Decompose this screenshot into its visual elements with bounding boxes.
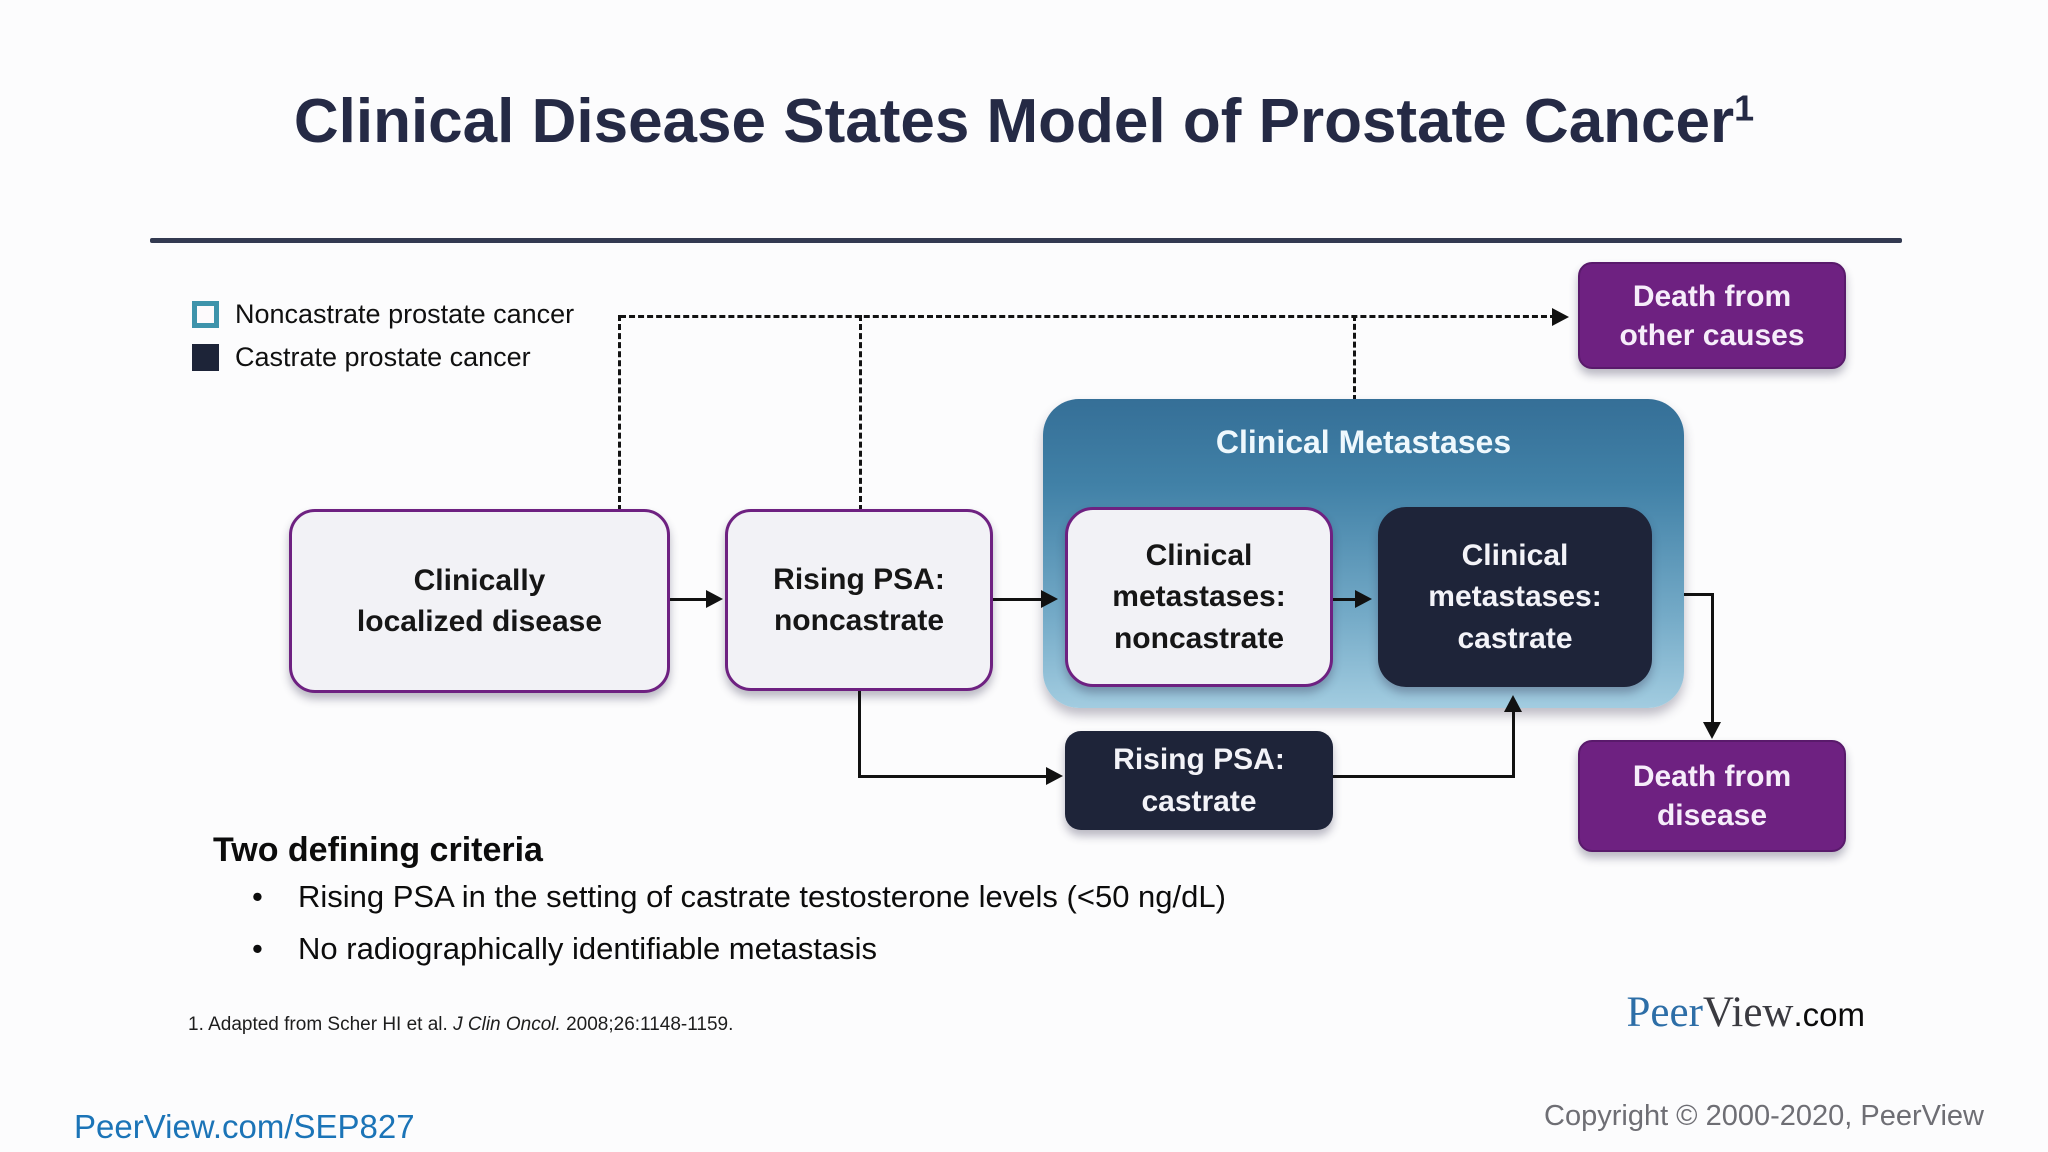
elbow-to-rising-psa-castrate-horizontal: [858, 775, 1050, 778]
elbow-to-death-disease-vertical: [1711, 593, 1714, 725]
arrow-cm-noncastrate-to-castrate-head: [1355, 590, 1372, 608]
elbow-to-rising-psa-castrate-vertical: [858, 691, 861, 778]
box-text: Rising PSA:: [773, 562, 945, 596]
bullet-icon: •: [252, 931, 263, 966]
title-superscript: 1: [1734, 87, 1755, 129]
dashed-line-from-localized: [618, 315, 621, 511]
footnote-prefix: 1. Adapted from Scher HI et al.: [188, 1014, 454, 1035]
arrow-rising-psa-to-cm-noncastrate-line: [993, 598, 1045, 601]
noncastrate-swatch-icon: [192, 301, 219, 328]
footnote-suffix: 2008;26:1148-1159.: [560, 1014, 734, 1035]
legend-item-castrate: Castrate prostate cancer: [192, 342, 574, 373]
footnote-journal: J Clin Oncol.: [453, 1014, 561, 1035]
box-text: localized disease: [356, 605, 603, 638]
legend-item-noncastrate: Noncastrate prostate cancer: [192, 299, 574, 330]
box-text: metastases:: [1112, 580, 1286, 614]
clinical-metastases-title: Clinical Metastases: [1215, 424, 1512, 460]
box-clinically-localized-disease: Clinically localized disease: [289, 509, 670, 693]
page-title-text: Clinical Disease States Model of Prostat…: [293, 87, 1735, 156]
title-divider: [150, 238, 1902, 243]
box-text: other causes: [1619, 318, 1805, 352]
footnote: 1. Adapted from Scher HI et al. J Clin O…: [188, 1014, 733, 1036]
castrate-swatch-icon: [192, 344, 219, 371]
elbow-castrate-up-head: [1504, 695, 1522, 712]
arrow-localized-to-rising-psa-head: [706, 590, 723, 608]
legend-label: Castrate prostate cancer: [235, 342, 531, 372]
copyright-text: Copyright © 2000-2020, PeerView: [1544, 1100, 1984, 1132]
elbow-castrate-up-horizontal: [1333, 775, 1515, 778]
box-death-from-disease: Death from disease: [1578, 740, 1846, 852]
box-text: metastases:: [1428, 580, 1602, 614]
arrow-rising-psa-to-cm-noncastrate-head: [1041, 590, 1058, 608]
dashed-line-from-clinical-metastases: [1353, 315, 1356, 401]
logo-com: .com: [1793, 996, 1865, 1033]
peerview-sep827-link[interactable]: PeerView.com/SEP827: [74, 1108, 415, 1145]
arrow-localized-to-rising-psa-line: [670, 598, 712, 601]
box-text: Clinically: [413, 563, 546, 597]
peerview-logo: PeerView.com: [1627, 988, 1865, 1037]
legend: Noncastrate prostate cancer Castrate pro…: [192, 299, 574, 385]
legend-label: Noncastrate prostate cancer: [235, 299, 575, 329]
box-text: Death from: [1632, 279, 1792, 313]
arrow-cm-noncastrate-to-castrate-line: [1333, 598, 1359, 601]
box-text: Death from: [1632, 760, 1792, 793]
logo-peer: Peer: [1626, 989, 1703, 1036]
box-text: castrate: [1141, 784, 1257, 818]
box-clinical-metastases-noncastrate: Clinical metastases: noncastrate: [1065, 507, 1333, 687]
box-clinical-metastases-castrate: Clinical metastases: castrate: [1378, 507, 1652, 687]
bullet-icon: •: [252, 879, 263, 914]
elbow-to-rising-psa-castrate-head: [1046, 767, 1063, 785]
elbow-to-death-disease-horizontal: [1684, 593, 1714, 596]
criteria-bullet-text: Rising PSA in the setting of castrate te…: [298, 879, 1226, 914]
box-text: noncastrate: [773, 604, 945, 637]
box-text: Clinical: [1145, 538, 1253, 572]
dashed-line-horizontal: [620, 315, 1556, 318]
box-text: disease: [1656, 799, 1768, 832]
box-death-from-other-causes: Death from other causes: [1578, 262, 1846, 369]
box-rising-psa-noncastrate: Rising PSA: noncastrate: [725, 509, 993, 691]
box-text: castrate: [1457, 621, 1573, 655]
logo-view: View: [1702, 989, 1794, 1036]
criteria-bullet-text: No radiographically identifiable metasta…: [298, 931, 877, 966]
box-rising-psa-castrate: Rising PSA: castrate: [1065, 731, 1333, 830]
criteria-bullet-1: • Rising PSA in the setting of castrate …: [252, 879, 1226, 915]
page-title: Clinical Disease States Model of Prostat…: [0, 86, 2048, 157]
elbow-castrate-up-vertical: [1512, 710, 1515, 778]
box-text: Clinical: [1461, 538, 1569, 572]
criteria-heading: Two defining criteria: [213, 831, 543, 869]
dashed-line-from-rising-psa-noncastrate: [859, 315, 862, 511]
elbow-to-death-disease-head: [1703, 722, 1721, 739]
box-text: noncastrate: [1113, 621, 1285, 655]
dashed-arrowhead-to-death-other: [1552, 308, 1569, 326]
box-text: Rising PSA:: [1113, 743, 1285, 777]
criteria-bullet-2: • No radiographically identifiable metas…: [252, 931, 877, 967]
